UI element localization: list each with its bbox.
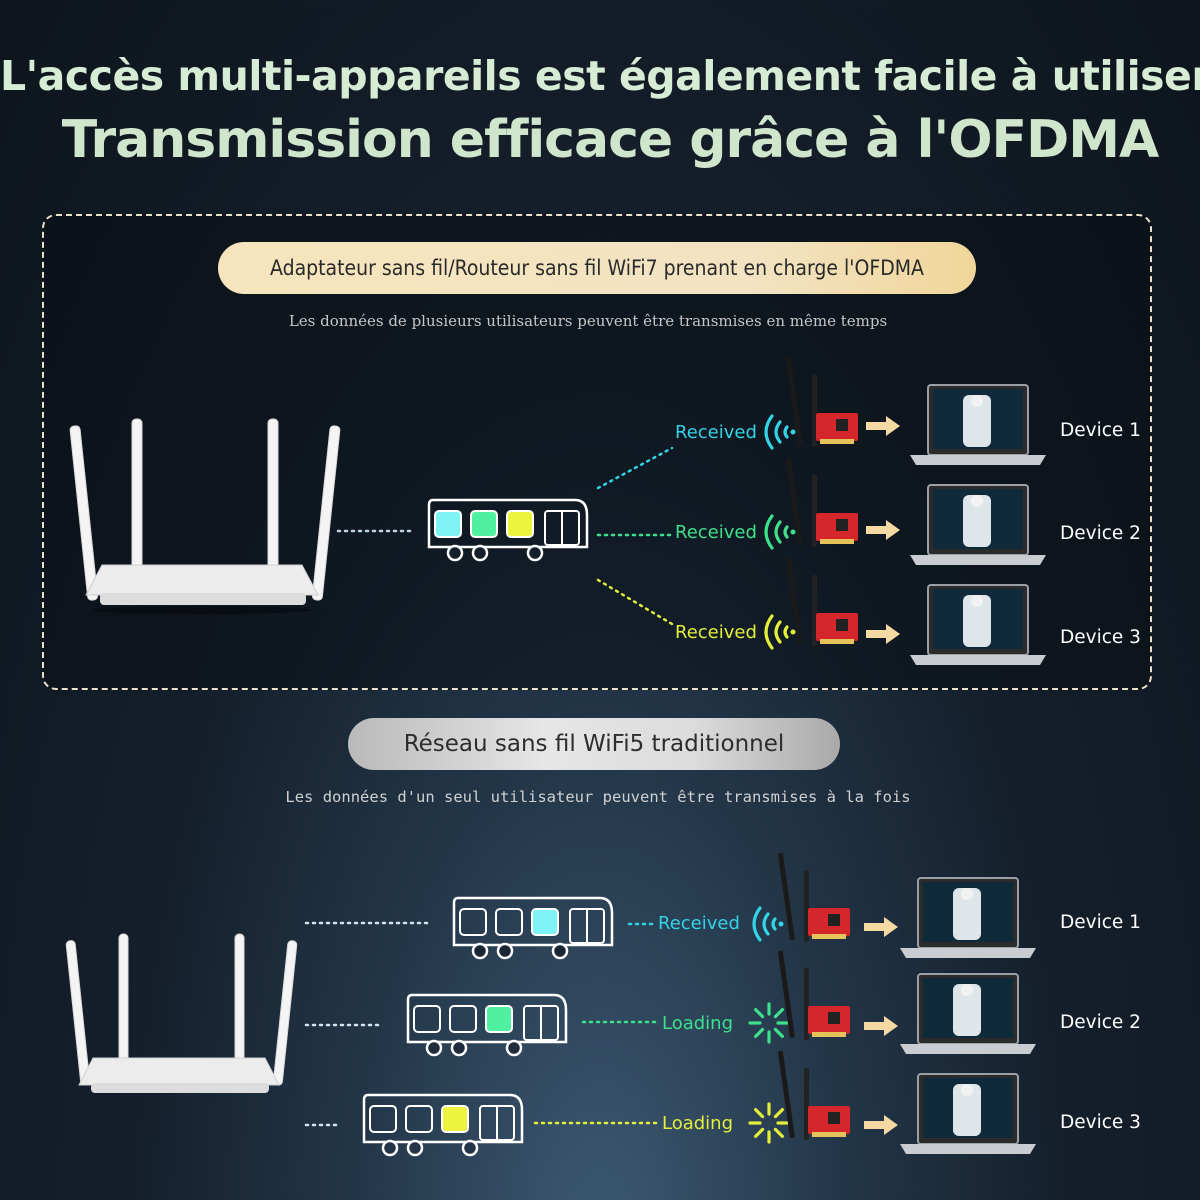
pcie-adapter-image — [786, 357, 858, 447]
wifi5-section-label: Réseau sans fil WiFi5 traditionnel — [348, 718, 840, 770]
laptop-image — [900, 973, 1036, 1054]
headline: L'accès multi-appareils est également fa… — [0, 52, 1200, 100]
device-label: Device 1 — [1060, 420, 1141, 441]
arrow-right-icon — [864, 917, 898, 937]
wifi-signal-icon — [764, 414, 796, 450]
arrow-right-icon — [866, 624, 900, 644]
wifi-router-image — [65, 933, 298, 1093]
row3-status: Loading — [662, 1113, 734, 1134]
wifi5-section-caption: Les données d'un seul utilisateur peuven… — [285, 788, 911, 806]
wifi-router-image — [69, 418, 341, 614]
device-label: Device 2 — [1060, 523, 1141, 544]
pcie-adapter-image — [778, 950, 850, 1040]
device-label: Device 3 — [1060, 1112, 1141, 1133]
laptop-image — [900, 1073, 1036, 1154]
signal-paths — [596, 446, 674, 626]
loading-spinner-icon — [748, 1102, 790, 1144]
device-label: Device 3 — [1060, 627, 1141, 648]
data-bus-icon — [452, 896, 614, 960]
device-label: Device 1 — [1060, 912, 1141, 933]
row1-status: Received — [658, 913, 740, 934]
laptop-image — [910, 484, 1046, 565]
signal-path — [336, 529, 412, 533]
row2-status: Loading — [662, 1013, 734, 1034]
wifi-signal-icon — [764, 614, 796, 650]
device-label: Device 2 — [1060, 1012, 1141, 1033]
laptop-image — [910, 384, 1046, 465]
ofdma-section-label: Adaptateur sans fil/Routeur sans fil WiF… — [218, 242, 976, 294]
row3-status: Received — [675, 622, 757, 643]
wifi-signal-icon — [764, 514, 796, 550]
row1-status: Received — [675, 422, 757, 443]
arrow-right-icon — [866, 416, 900, 436]
pcie-adapter-image — [778, 1050, 850, 1140]
signal-paths — [304, 921, 430, 1127]
wifi-signal-icon — [752, 906, 784, 942]
loading-spinner-icon — [748, 1002, 790, 1044]
laptop-image — [900, 877, 1036, 958]
ofdma-section-caption: Les données de plusieurs utilisateurs pe… — [288, 312, 888, 330]
pcie-adapter-image — [786, 457, 858, 547]
pcie-adapter-image — [786, 557, 858, 647]
signal-paths — [533, 922, 659, 1125]
sub-headline: Transmission efficace grâce à l'OFDMA — [61, 110, 1159, 170]
arrow-right-icon — [864, 1016, 898, 1036]
arrow-right-icon — [864, 1115, 898, 1135]
pcie-adapter-image — [778, 852, 850, 942]
data-bus-icon — [362, 1093, 524, 1157]
laptop-image — [910, 584, 1046, 665]
arrow-right-icon — [866, 520, 900, 540]
data-bus-icon — [406, 993, 568, 1057]
data-bus-icon — [427, 498, 589, 562]
row2-status: Received — [675, 522, 757, 543]
